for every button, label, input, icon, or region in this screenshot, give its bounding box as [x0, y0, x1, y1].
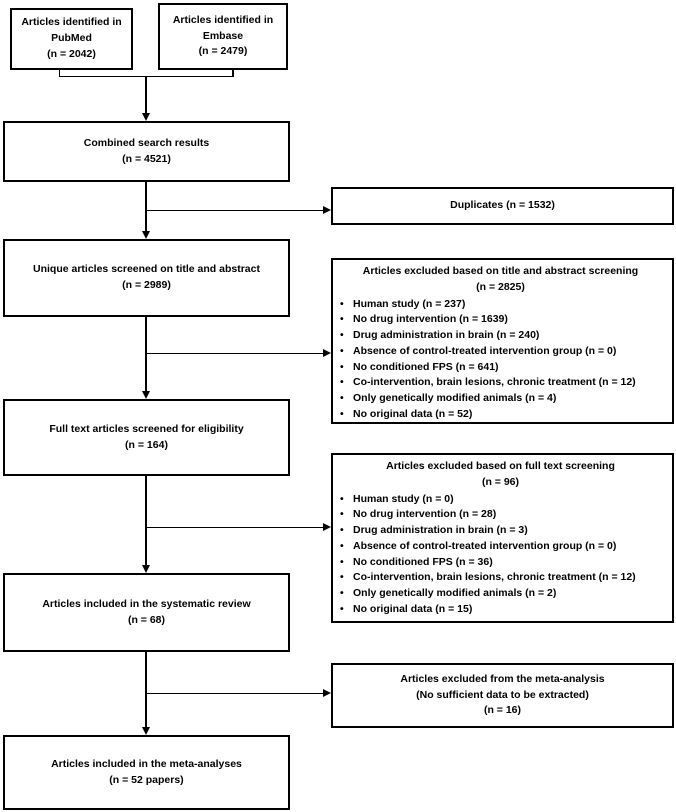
exclusion-item: Absence of control-treated intervention … [333, 539, 668, 555]
box-combined-results-text: Combined search results (n = 4521) [83, 136, 210, 165]
box-excluded-meta-text: Articles excluded from the meta-analysis… [400, 672, 605, 717]
exclusion-item: Drug administration in brain (n = 240) [333, 328, 668, 344]
exclusion-item: Only genetically modified animals (n = 2… [333, 586, 668, 602]
exclusion-item: No drug intervention (n = 1639) [333, 312, 668, 328]
arrowhead-down-fulltext [141, 391, 150, 399]
box-meta-analyses-text: Articles included in the meta-analyses (… [51, 757, 242, 786]
excluded-title-abstract-heading: Articles excluded based on title and abs… [362, 265, 639, 293]
connector-branch-excluded-title-abstract [145, 352, 325, 354]
connector-branch-excluded-full-text [145, 526, 325, 528]
exclusion-item: No conditioned FPS (n = 36) [333, 555, 668, 571]
arrowhead-right-duplicates [323, 205, 331, 214]
exclusion-item: No original data (n = 52) [333, 407, 668, 423]
excluded-title-abstract-list: Human study (n = 237) No drug interventi… [333, 297, 668, 423]
exclusion-item: Human study (n = 0) [333, 492, 668, 508]
connector-merge-to-combined [145, 75, 147, 116]
exclusion-item: Co-intervention, brain lesions, chronic … [333, 570, 668, 586]
arrowhead-down-combined [141, 113, 150, 121]
exclusion-item: Only genetically modified animals (n = 4… [333, 391, 668, 407]
excluded-full-text-list: Human study (n = 0) No drug intervention… [333, 492, 668, 618]
arrowhead-right-excluded-title-abstract [323, 348, 331, 357]
arrowhead-down-systematic [141, 565, 150, 573]
connector-branch-excluded-meta [145, 692, 325, 694]
box-excluded-full-text: Articles excluded based on full text scr… [331, 453, 674, 623]
exclusion-item: No original data (n = 15) [333, 602, 668, 618]
box-embase-text: Articles identified in Embase (n = 2479) [172, 13, 274, 58]
box-embase: Articles identified in Embase (n = 2479) [158, 3, 288, 70]
exclusion-item: No conditioned FPS (n = 641) [333, 360, 668, 376]
excluded-full-text-heading: Articles excluded based on full text scr… [386, 460, 615, 488]
connector-pubmed-stub [58, 69, 60, 77]
box-pubmed-text: Articles identified in PubMed (n = 2042) [21, 16, 122, 60]
exclusion-item: No drug intervention (n = 28) [333, 507, 668, 523]
box-excluded-title-abstract: Articles excluded based on title and abs… [331, 258, 674, 424]
box-meta-analyses: Articles included in the meta-analyses (… [3, 735, 290, 810]
box-duplicates: Duplicates (n = 1532) [331, 187, 674, 225]
arrowhead-down-meta [141, 727, 150, 735]
exclusion-item: Absence of control-treated intervention … [333, 344, 668, 360]
box-pubmed: Articles identified in PubMed (n = 2042) [10, 8, 133, 70]
box-duplicates-text: Duplicates (n = 1532) [450, 199, 555, 212]
connector-combined-to-unique [145, 182, 147, 232]
box-combined-results: Combined search results (n = 4521) [3, 121, 290, 182]
box-unique-screened-text: Unique articles screened on title and ab… [33, 263, 260, 291]
box-excluded-meta: Articles excluded from the meta-analysis… [331, 663, 674, 728]
box-fulltext-screened: Full text articles screened for eligibil… [3, 399, 290, 476]
arrowhead-right-excluded-full-text [323, 522, 331, 531]
exclusion-item: Human study (n = 237) [333, 297, 668, 313]
connector-branch-duplicates [145, 209, 325, 211]
connector-systematic-to-meta [145, 652, 147, 728]
connector-fulltext-to-systematic [145, 476, 147, 566]
box-systematic-review: Articles included in the systematic revi… [3, 573, 290, 652]
arrowhead-down-unique [141, 231, 150, 239]
box-fulltext-screened-text: Full text articles screened for eligibil… [49, 422, 244, 451]
connector-unique-to-fulltext [145, 317, 147, 392]
arrowhead-right-excluded-meta [323, 688, 331, 697]
exclusion-item: Co-intervention, brain lesions, chronic … [333, 375, 668, 391]
box-unique-screened: Unique articles screened on title and ab… [3, 239, 290, 317]
box-systematic-review-text: Articles included in the systematic revi… [42, 597, 251, 626]
connector-embase-stub [232, 69, 234, 77]
exclusion-item: Drug administration in brain (n = 3) [333, 523, 668, 539]
